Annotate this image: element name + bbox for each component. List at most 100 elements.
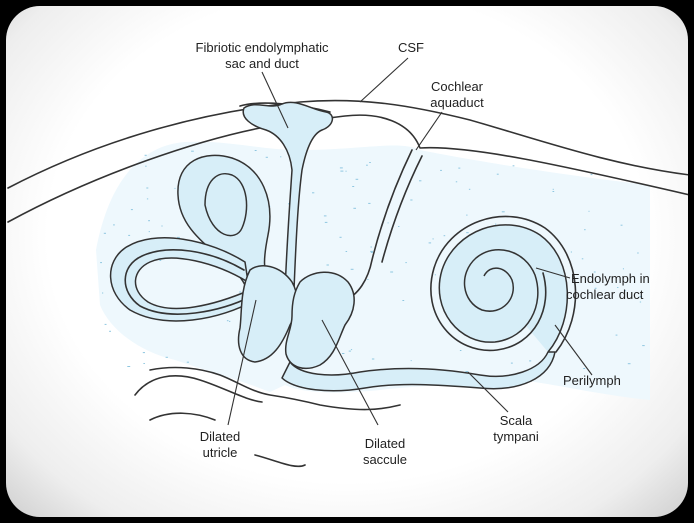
speckle — [584, 229, 586, 231]
leader-endolymph — [535, 267, 571, 279]
speckle — [368, 202, 371, 204]
speckle — [581, 258, 584, 260]
speckle — [352, 186, 355, 187]
speckle — [637, 252, 639, 254]
speckle — [348, 350, 351, 352]
speckle — [342, 353, 345, 354]
leader-sac — [261, 71, 289, 129]
speckle — [468, 188, 471, 190]
speckle — [324, 221, 328, 223]
speckle — [323, 215, 327, 217]
speckle — [583, 368, 586, 369]
label-utricle-line1: Dilated — [200, 429, 240, 444]
speckle — [254, 150, 257, 151]
leader-aqueduct — [415, 111, 443, 151]
diagram-frame: Fibriotic endolymphatic sac and duct CSF… — [6, 6, 688, 517]
speckle — [639, 296, 643, 298]
label-csf: CSF — [398, 40, 424, 55]
speckle — [371, 358, 375, 360]
leader-utricle — [227, 299, 257, 426]
speckle — [127, 366, 131, 367]
speckle — [405, 262, 407, 264]
dilated-utricle — [237, 265, 298, 363]
speckle — [104, 323, 107, 325]
speckle — [465, 371, 469, 372]
label-saccule-line1: Dilated — [365, 436, 405, 451]
speckle — [326, 264, 329, 266]
leader-csf — [359, 57, 409, 103]
speckle — [109, 330, 111, 332]
endolymphatic-sac — [242, 101, 334, 293]
speckle — [512, 165, 515, 167]
label-sac-line2: sac and duct — [225, 56, 299, 71]
semicircular-canal-superior — [177, 154, 271, 291]
speckle — [186, 361, 189, 363]
speckle — [339, 167, 343, 169]
cochlear-aqueduct — [344, 149, 413, 301]
label-scala-line1: Scala — [500, 413, 533, 428]
speckle — [239, 291, 242, 293]
speckle — [340, 170, 344, 172]
speckle — [369, 162, 371, 163]
speckle — [142, 352, 145, 354]
speckle — [339, 236, 342, 238]
speckle — [130, 209, 133, 211]
speckle — [229, 320, 231, 322]
speckle — [350, 349, 353, 351]
inner-ear-diagram: Fibriotic endolymphatic sac and duct CSF… — [7, 40, 688, 468]
speckle — [370, 246, 372, 248]
label-aqueduct-line2: aquaduct — [430, 95, 484, 110]
speckle — [639, 301, 642, 303]
speckle — [642, 345, 645, 347]
speckle — [350, 268, 354, 270]
speckle — [102, 292, 104, 294]
speckle — [191, 150, 194, 152]
speckle — [159, 259, 162, 261]
speckle — [627, 363, 631, 365]
speckle — [143, 363, 145, 364]
speckle — [103, 232, 106, 234]
label-saccule-line2: saccule — [363, 452, 407, 467]
speckle — [455, 181, 458, 183]
speckle — [440, 169, 442, 171]
speckle — [510, 362, 513, 364]
speckle — [165, 356, 168, 358]
speckle — [226, 320, 229, 322]
speckle — [312, 192, 315, 194]
speckle — [146, 187, 149, 189]
leader-perilymph — [554, 324, 593, 376]
speckle — [370, 250, 373, 252]
speckle — [617, 287, 619, 288]
speckle — [100, 262, 102, 264]
label-endolymph-line2: cochlear duct — [566, 287, 644, 302]
label-endolymph-line1: Endolymph in — [571, 271, 650, 286]
speckle — [495, 223, 497, 225]
speckle — [280, 156, 282, 158]
dilated-saccule — [284, 271, 355, 370]
label-scala-line2: tympani — [493, 429, 539, 444]
speckle — [552, 191, 555, 192]
speckle — [355, 178, 359, 180]
speckle — [466, 214, 468, 216]
speckle — [402, 300, 405, 301]
label-perilymph: Perilymph — [563, 373, 621, 388]
speckle — [466, 232, 469, 234]
speckle — [434, 274, 436, 276]
speckle — [410, 199, 413, 201]
speckle — [501, 211, 505, 213]
speckle — [370, 251, 373, 253]
speckle — [459, 350, 462, 351]
speckle — [615, 334, 618, 336]
skull-base-lower — [134, 375, 306, 468]
skull-base-line — [149, 366, 401, 411]
dura-outer-line — [7, 99, 688, 189]
dura-inner-line — [7, 114, 688, 223]
label-sac-line1: Fibriotic endolymphatic — [196, 40, 329, 55]
speckle — [593, 271, 596, 273]
speckle — [458, 167, 461, 169]
speckle — [366, 164, 368, 166]
speckle — [620, 224, 623, 226]
speckle — [367, 279, 369, 280]
speckle — [144, 154, 147, 156]
speckle — [443, 235, 446, 237]
